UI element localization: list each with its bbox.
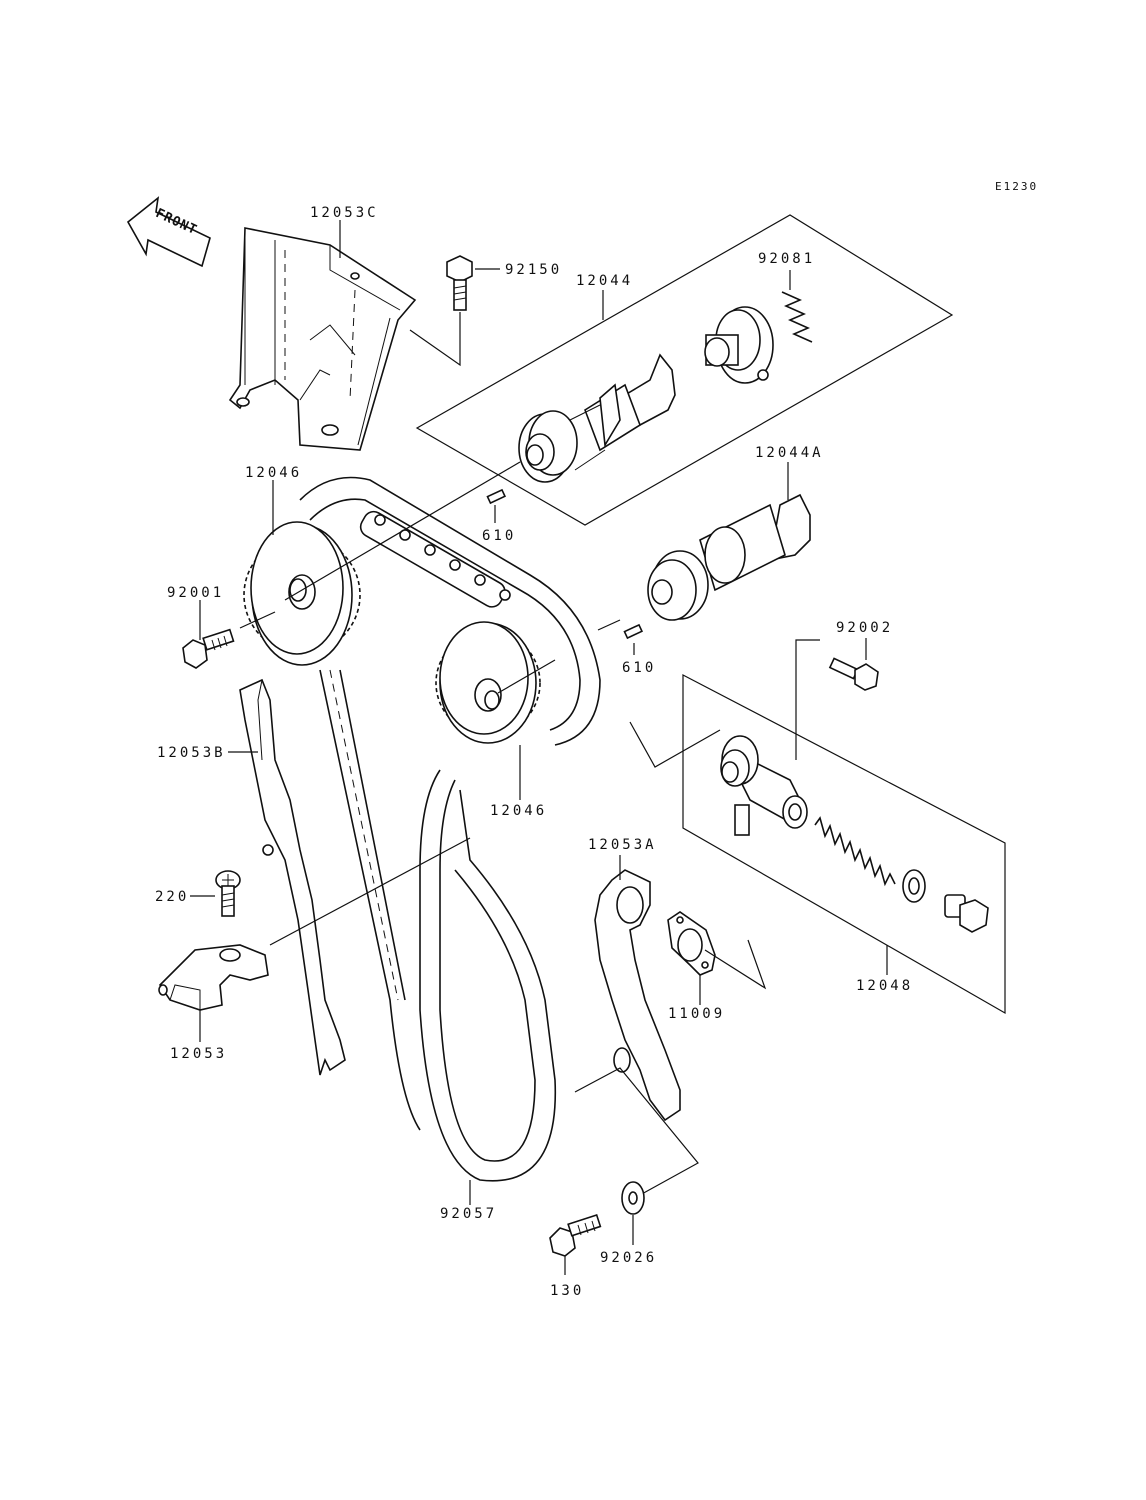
label-220: 220 [155, 889, 189, 905]
label-92026: 92026 [600, 1250, 657, 1266]
label-130: 130 [550, 1283, 584, 1299]
label-92002: 92002 [836, 620, 893, 636]
label-11009: 11009 [668, 1006, 725, 1022]
label-12053a: 12053A [588, 837, 657, 853]
bolt-92002 [828, 657, 879, 691]
label-92081: 92081 [758, 251, 815, 267]
tensioner-washer [902, 869, 926, 903]
tensioner-cap-bolt [944, 894, 989, 933]
gasket-11009 [667, 911, 716, 976]
tensioner-body [720, 735, 808, 836]
diagram-code: E1230 [995, 180, 1038, 193]
label-12053c: 12053C [310, 205, 379, 221]
bolt-92150 [446, 255, 473, 311]
decompressor-part [704, 306, 774, 384]
sprocket-12046-top [243, 521, 361, 666]
camshaft-12044 [518, 353, 676, 483]
bracket-12053c [228, 227, 417, 451]
label-12053b: 12053B [157, 745, 226, 761]
camshaft-group-outline [415, 214, 954, 526]
label-12048: 12048 [856, 978, 913, 994]
label-12044: 12044 [576, 273, 633, 289]
screw-220 [215, 870, 241, 917]
bolt-92001 [182, 628, 235, 669]
sprocket-12046-mid [435, 621, 541, 744]
tensioner-group-outline [682, 674, 1006, 1015]
tensioner-spring [814, 816, 896, 887]
label-610-top: 610 [482, 528, 516, 544]
washer-92026 [621, 1181, 645, 1215]
cam-chain-92057 [299, 476, 601, 1182]
chain-guide-12053a [594, 869, 681, 1122]
label-92057: 92057 [440, 1206, 497, 1222]
spring-92081 [781, 291, 813, 343]
chain-guide-12053 [158, 944, 269, 1011]
label-12044a: 12044A [755, 445, 824, 461]
label-610-mid: 610 [622, 660, 656, 676]
chain-guide-12053b [239, 678, 346, 1076]
label-92150: 92150 [505, 262, 562, 278]
bolt-130 [549, 1214, 602, 1257]
label-12046-top: 12046 [245, 465, 302, 481]
front-arrow-icon: FRONT [126, 196, 211, 268]
label-92001: 92001 [167, 585, 224, 601]
camshaft-12044a [647, 493, 811, 621]
dowel-pin-610-top [486, 488, 507, 505]
label-12046-mid: 12046 [490, 803, 547, 819]
bolt-leader-lines [574, 1067, 699, 1196]
label-12053: 12053 [170, 1046, 227, 1062]
dowel-pin-610-mid [623, 623, 644, 640]
